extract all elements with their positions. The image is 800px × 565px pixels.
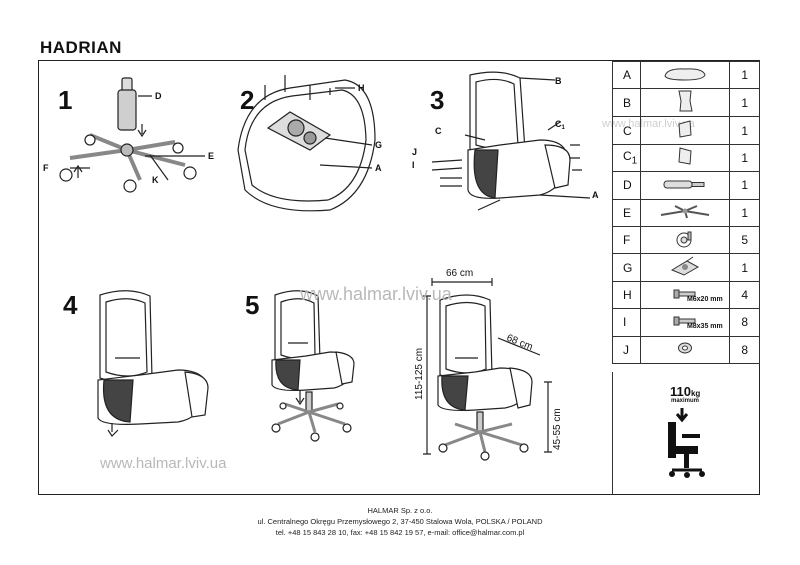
dimension-width: 66 cm — [446, 268, 473, 279]
part-image — [639, 116, 731, 145]
dimensions-drawing — [423, 278, 552, 461]
parts-row: H M6x20 mm 4 — [612, 280, 760, 310]
part-code: G — [612, 253, 641, 282]
label-i: I — [412, 160, 415, 170]
part-quantity: 5 — [729, 225, 760, 255]
step-number-3: 3 — [430, 85, 445, 115]
seat-part-icon — [663, 68, 707, 85]
label-f: F — [43, 163, 49, 173]
watermark-center: www.halmar.lviv.ua — [300, 284, 452, 304]
step-number-5: 5 — [245, 290, 260, 320]
max-load-value: 110kg — [670, 384, 701, 399]
caster-icon — [675, 231, 695, 252]
part-image — [639, 171, 731, 200]
part-code: D — [612, 171, 641, 200]
star-base-icon — [657, 205, 713, 222]
part-quantity: 1 — [729, 171, 760, 200]
label-e: E — [208, 151, 214, 161]
part-code: C1 — [612, 143, 641, 173]
bolt-icon — [673, 315, 697, 329]
part-quantity: 1 — [729, 198, 760, 227]
part-image — [639, 143, 731, 173]
part-image — [639, 253, 731, 282]
part-size-note: M8x35 mm — [686, 323, 723, 331]
part-code: J — [612, 335, 641, 364]
label-g: G — [375, 140, 382, 150]
max-load-chair-icon — [668, 408, 705, 478]
dimension-seat-height: 45-55 cm — [552, 408, 563, 450]
part-image — [639, 225, 731, 255]
part-quantity: 1 — [729, 143, 760, 173]
step2-drawing — [237, 75, 376, 212]
footer-company: HALMAR Sp. z o.o. — [367, 506, 433, 515]
part-code: F — [612, 225, 641, 255]
part-code-sub: 1 — [631, 155, 638, 167]
part-code: B — [612, 88, 641, 118]
label-k: K — [152, 175, 159, 185]
step-number-2: 2 — [240, 85, 255, 115]
assembly-illustrations: D E F K H G A B C C1 J I A 66 cm 68 cm 1… — [43, 71, 599, 461]
bolt-icon — [673, 288, 697, 302]
instructions-frame — [38, 60, 760, 495]
mechanism-icon — [669, 256, 701, 280]
label-h: H — [358, 83, 365, 93]
part-image — [639, 60, 731, 90]
step4-drawing — [97, 290, 209, 437]
part-image: M6x20 mm — [639, 280, 731, 310]
part-code: H — [612, 280, 641, 310]
step1-drawing — [59, 77, 205, 193]
part-quantity: 1 — [729, 88, 760, 118]
max-load-label: maximum — [671, 398, 700, 404]
part-image — [639, 88, 731, 118]
dimension-depth: 68 cm — [505, 333, 534, 353]
label-c1: C1 — [555, 119, 566, 131]
label-b: B — [555, 76, 562, 86]
label-d: D — [155, 91, 162, 101]
gas-lift-icon — [662, 179, 708, 193]
part-quantity: 4 — [729, 280, 760, 310]
part-size-note: M6x20 mm — [686, 295, 723, 303]
step-number-4: 4 — [63, 290, 78, 320]
dimension-height: 115-125 cm — [414, 348, 425, 400]
part-code: E — [612, 198, 641, 227]
part-quantity: 8 — [729, 308, 760, 337]
part-quantity: 1 — [729, 116, 760, 145]
part-code: A — [612, 60, 641, 90]
label-c: C — [435, 126, 442, 136]
watermark-bottom: www.halmar.lviv.ua — [100, 455, 227, 472]
part-code: I — [612, 308, 641, 337]
step5-drawing — [271, 290, 355, 442]
part-image — [639, 335, 731, 364]
part-image — [639, 198, 731, 227]
part-image: M8x35 mm — [639, 308, 731, 337]
part-quantity: 1 — [729, 60, 760, 90]
backrest-part-icon — [675, 90, 695, 116]
step3-drawing — [431, 71, 591, 211]
max-load-panel — [612, 372, 760, 495]
part-quantity: 8 — [729, 335, 760, 364]
part-code: C — [612, 116, 641, 145]
label-j: J — [412, 147, 417, 157]
armrest-right-icon — [676, 147, 694, 169]
armrest-left-icon — [676, 120, 694, 142]
label-a-step2: A — [375, 163, 382, 173]
footer-address: ul. Centralnego Okręgu Przemysłowego 2, … — [257, 517, 543, 526]
label-a-step3: A — [592, 190, 599, 200]
page-title: HADRIAN — [40, 38, 122, 57]
parts-row: I M8x35 mm 8 — [612, 308, 760, 337]
step-number-1: 1 — [58, 85, 73, 115]
washer-icon — [677, 342, 693, 358]
part-quantity: 1 — [729, 253, 760, 282]
footer-contact: tel. +48 15 843 28 10, fax: +48 15 842 1… — [275, 528, 525, 537]
